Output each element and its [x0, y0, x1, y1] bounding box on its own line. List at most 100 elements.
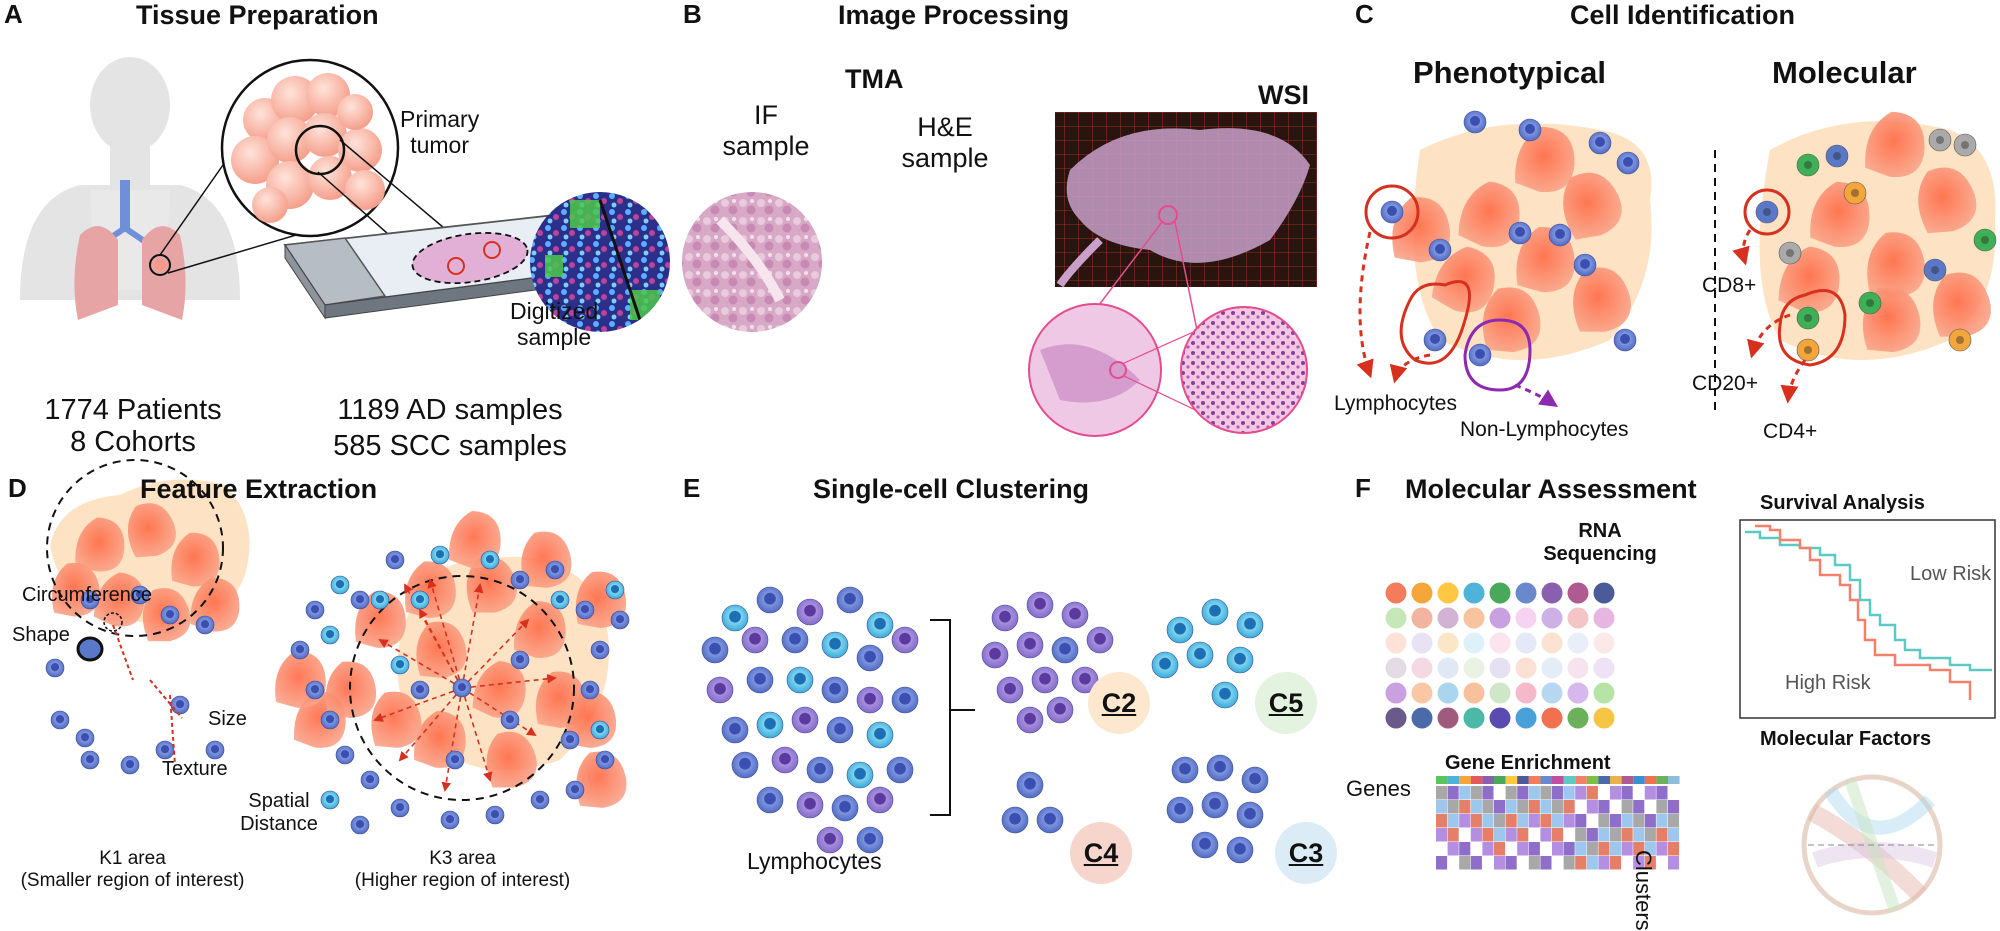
tumor-magnifier	[220, 58, 400, 238]
panel-f-letter: F	[1355, 473, 1371, 503]
human-silhouette	[20, 57, 240, 300]
tumor-cell	[1482, 287, 1541, 353]
lymphocyte-cell	[856, 686, 884, 714]
rna-dot	[1411, 632, 1433, 654]
k3-area-circle	[349, 575, 575, 801]
wsi-zoom-line-2	[1174, 221, 1201, 346]
tumor-cell	[1458, 181, 1520, 248]
cluster-c5-badge: C5	[1255, 672, 1317, 734]
c4-cell	[1001, 806, 1029, 834]
lymphocyte-cell	[1616, 151, 1640, 175]
phenotypical-heading: Phenotypical	[1413, 55, 1606, 90]
rna-dot	[1593, 707, 1615, 729]
lymphocyte-cell	[410, 590, 430, 610]
lymphocyte-cell	[831, 794, 859, 822]
rna-dot	[1385, 582, 1407, 604]
rna-dot	[1567, 657, 1589, 679]
wsi-zoom-low	[1028, 303, 1162, 437]
lymphocyte-cell	[75, 728, 95, 748]
rna-dot	[1411, 682, 1433, 704]
lymphocytes-label-e: Lymphocytes	[747, 848, 882, 874]
tumor-cell	[355, 591, 406, 648]
lymphocyte-cell	[360, 770, 380, 790]
lymphocyte-cell	[320, 625, 340, 645]
rna-dot	[1411, 582, 1433, 604]
lymphocyte-cell	[756, 711, 784, 739]
patients-count: 1774 Patients	[44, 394, 222, 426]
circumference-label: Circumference	[22, 584, 153, 606]
k1-area-circle	[46, 459, 224, 637]
typed-lymphocyte	[1928, 128, 1952, 152]
lymphocyte-cell	[1588, 131, 1612, 155]
lymphocyte-cell	[50, 710, 70, 730]
rna-dot	[1411, 707, 1433, 729]
cd8-selection-circle	[1743, 188, 1791, 236]
rna-dot	[1463, 682, 1485, 704]
rna-dot	[1593, 682, 1615, 704]
lymphocytes-molecular	[1755, 128, 1997, 362]
lymphocyte-cell	[771, 746, 799, 774]
c2-cell	[1026, 591, 1054, 619]
cd8-label: CD8+	[1702, 274, 1757, 297]
panel-a-letter: A	[4, 0, 23, 29]
tumor-cell	[93, 572, 145, 627]
lymphocyte-cell	[605, 580, 625, 600]
lymphocyte-cell	[1463, 110, 1487, 134]
k1-lymphocytes	[45, 585, 225, 775]
typed-lymphocyte	[1953, 133, 1977, 157]
rna-dot	[1437, 632, 1459, 654]
lymphocyte-cell	[580, 680, 600, 700]
lymphocyte-cell	[510, 650, 530, 670]
lymphocyte-arrow-1	[1356, 231, 1374, 379]
he-sample-image	[682, 192, 822, 332]
lymphocyte-cell	[886, 756, 914, 784]
rna-dot	[1515, 707, 1537, 729]
rna-dot	[1411, 607, 1433, 629]
if-sample-image	[530, 192, 670, 332]
lymphocyte-cell	[335, 745, 355, 765]
panel-a-title: Tissue Preparation	[136, 0, 379, 30]
spatial-distance-label: Spatial Distance	[240, 790, 318, 835]
panel-e-title: Single-cell Clustering	[813, 474, 1090, 504]
tumor-cell	[325, 661, 377, 718]
lymphocyte-cell	[430, 545, 450, 565]
lymphocyte-cell	[452, 678, 472, 698]
lymphocyte-population	[701, 586, 919, 854]
lymphocyte-cell	[1468, 343, 1492, 367]
panel-d-letter: D	[8, 473, 27, 503]
typed-lymphocyte	[1796, 306, 1820, 330]
typed-lymphocyte	[1923, 258, 1947, 282]
lymphocyte-cell	[530, 790, 550, 810]
lymphocyte-cell	[330, 575, 350, 595]
c5-cell	[1151, 651, 1179, 679]
typed-lymphocyte	[1796, 153, 1820, 177]
c5-cell	[1201, 598, 1229, 626]
selection-circle-nonlymph	[1463, 318, 1532, 392]
rna-dot	[1463, 707, 1485, 729]
rna-dot	[1541, 582, 1563, 604]
lymphocyte-cell	[821, 631, 849, 659]
rna-dot	[1463, 582, 1485, 604]
lymphocyte-cell	[480, 550, 500, 570]
c5-cell	[1236, 611, 1264, 639]
lymphocyte-cell	[866, 611, 894, 639]
lymphocyte-cell	[565, 780, 585, 800]
lymphocyte-cell	[856, 644, 884, 672]
panel-b-title: Image Processing	[838, 0, 1070, 30]
lymphocyte-cell	[45, 658, 65, 678]
genes-label: Genes	[1346, 776, 1411, 801]
lymphocyte-cell	[575, 600, 595, 620]
rna-dot	[1385, 657, 1407, 679]
non-lymphocyte-arrow	[1514, 383, 1558, 407]
tumor-cell	[1865, 111, 1925, 178]
c3-cell	[1206, 754, 1234, 782]
typed-lymphocyte	[1755, 200, 1779, 224]
cd4-arrow	[1780, 359, 1807, 404]
panel-c-title: Cell Identification	[1570, 0, 1796, 30]
lymphocyte-cell	[1573, 253, 1597, 277]
lymphocyte-cell	[866, 786, 894, 814]
lymphocyte-cell	[560, 730, 580, 750]
c4-cell	[1016, 771, 1044, 799]
molecular-heading: Molecular	[1772, 55, 1917, 90]
